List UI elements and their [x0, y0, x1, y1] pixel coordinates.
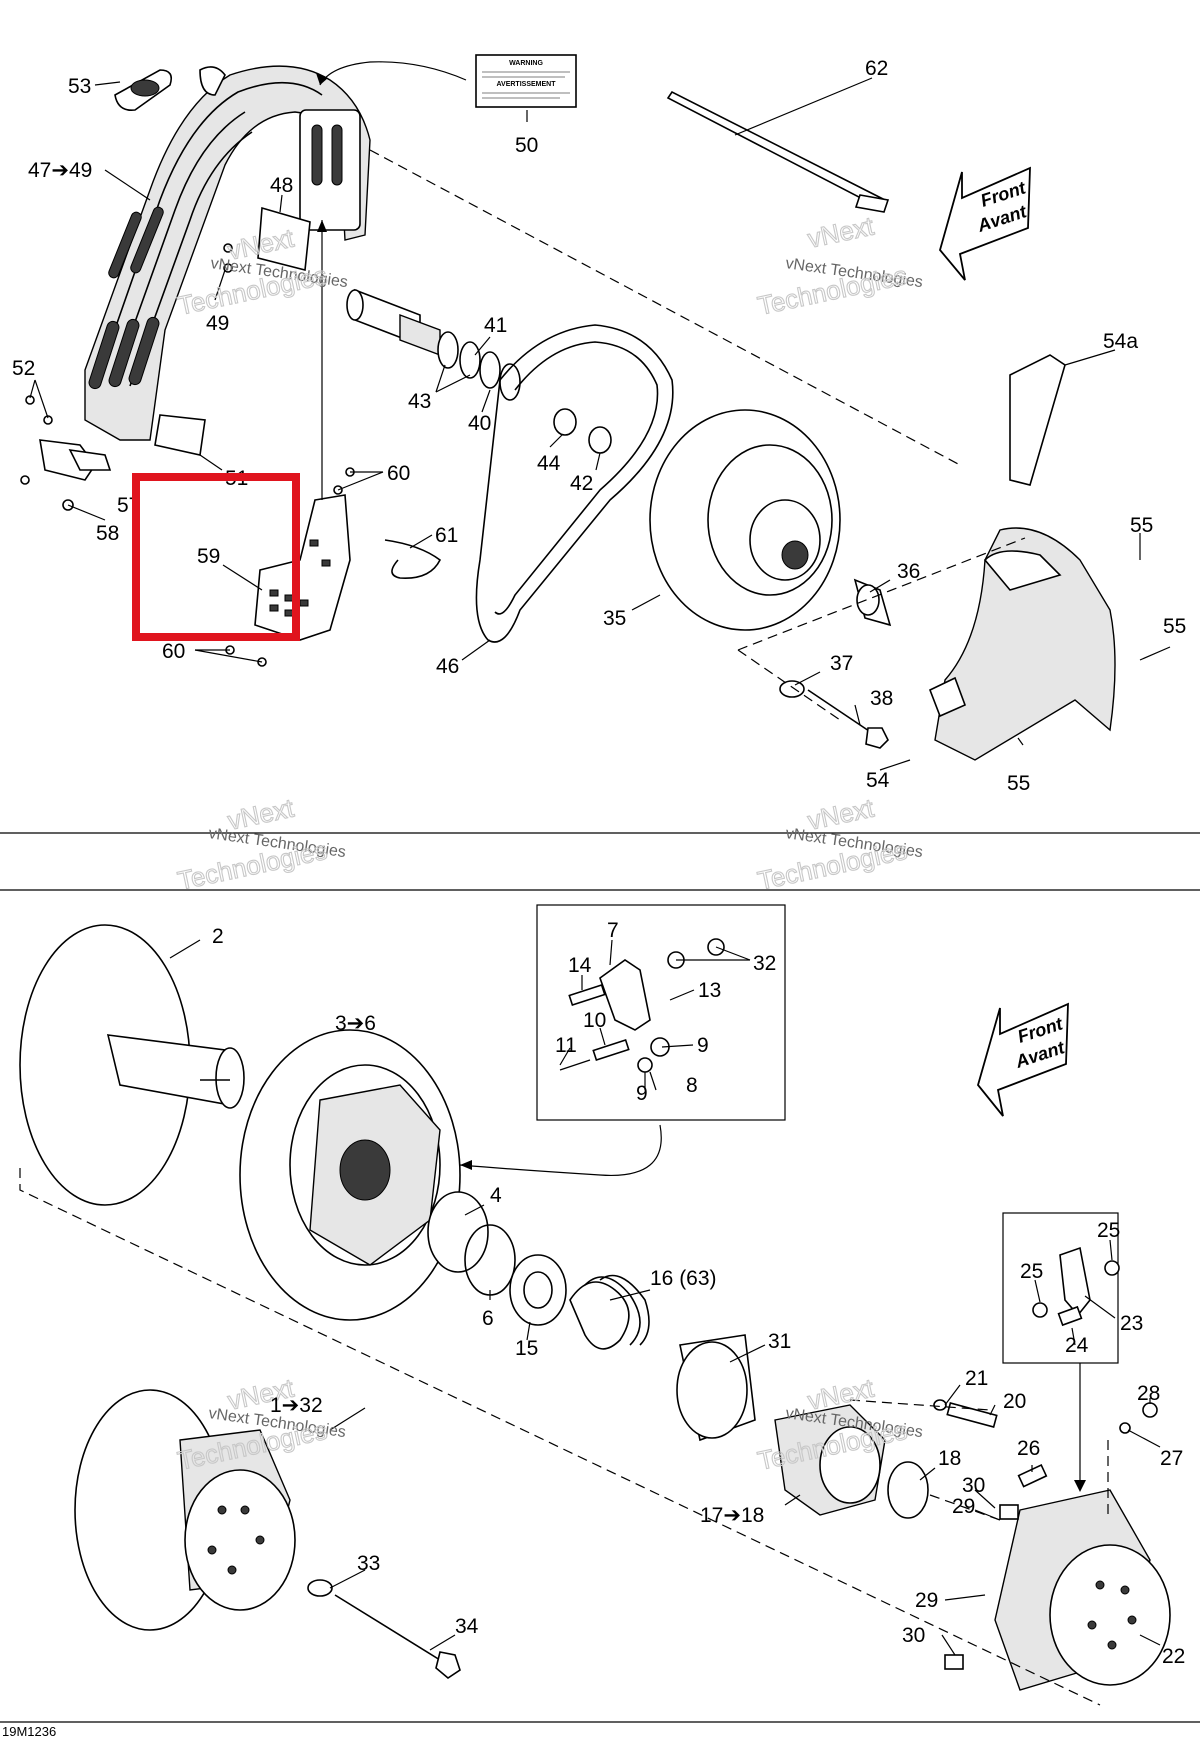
callout-62: 62: [865, 57, 888, 80]
inset-box: [459, 904, 786, 1177]
pulley-part: [649, 409, 892, 631]
callout-15: 15: [515, 1337, 538, 1360]
callout-54: 54: [866, 769, 890, 792]
reference-line: [19, 1168, 1101, 1706]
front-arrow-icon: Front Avant: [939, 166, 1031, 281]
callout-24: 24: [1065, 1334, 1089, 1357]
spring-part: [427, 1191, 756, 1442]
highlight-box: 59: [132, 473, 300, 641]
figure-code: 19M1236: [2, 1724, 56, 1739]
callout-29: 29: [915, 1589, 938, 1612]
callout-59: 59: [197, 545, 220, 568]
bolt-part: [779, 680, 889, 749]
callout-7: 7: [607, 919, 619, 942]
callout-61: 61: [435, 524, 458, 547]
callout-41: 41: [484, 314, 507, 337]
callout-18: 18: [938, 1447, 961, 1470]
svg-text:WARNING: WARNING: [509, 60, 543, 67]
callout-14: 14: [568, 954, 592, 977]
callout-17: 17➔18: [700, 1504, 764, 1527]
drive-belt-part: [475, 324, 674, 643]
assembled-clutch-part: [74, 1389, 461, 1679]
sheave-part: [19, 924, 245, 1206]
callout-8: 8: [686, 1074, 698, 1097]
callout-37: 37: [830, 652, 853, 675]
callout-2: 2: [212, 925, 224, 948]
callout-42: 42: [570, 472, 593, 495]
callout-55: 55: [1163, 615, 1186, 638]
callout-20: 20: [1003, 1390, 1026, 1413]
callout-35: 35: [603, 607, 626, 630]
callout-52: 52: [12, 357, 35, 380]
callout-55: 55: [1130, 514, 1153, 537]
callout-60: 60: [162, 640, 185, 663]
governor-cup-part: [774, 1399, 998, 1519]
callout-36: 36: [897, 560, 920, 583]
callout-13: 13: [698, 979, 721, 1002]
strap-part: [666, 77, 890, 213]
callout-1: 1➔32: [270, 1394, 323, 1417]
callout-16: 16 (63): [650, 1267, 717, 1290]
callout-38: 38: [870, 687, 893, 710]
callout-30: 30: [902, 1624, 925, 1647]
svg-text:AVERTISSEMENT: AVERTISSEMENT: [497, 81, 557, 88]
callout-11: 11: [555, 1034, 577, 1057]
callout-25: 25: [1020, 1260, 1043, 1283]
callout-31: 31: [768, 1330, 791, 1353]
callout-10: 10: [583, 1009, 606, 1032]
callout-43: 43: [408, 390, 431, 413]
callout-60: 60: [387, 462, 410, 485]
drive-pulley-part: [944, 1402, 1171, 1691]
leader-lines: [29, 81, 1171, 1656]
guard-cover-part: [928, 354, 1116, 761]
callout-44: 44: [537, 452, 561, 475]
warning-label-part: WARNING AVERTISSEMENT: [316, 54, 577, 108]
svg-text:vNext: vNext: [805, 211, 877, 254]
shaft-part: [346, 288, 521, 401]
callout-25: 25: [1097, 1219, 1120, 1242]
callout-47: 47➔49: [28, 159, 92, 182]
callout-29: 29: [952, 1495, 975, 1518]
callout-55: 55: [1007, 772, 1030, 795]
callout-58: 58: [96, 522, 119, 545]
callout-6: 6: [482, 1307, 494, 1330]
callout-21: 21: [965, 1367, 988, 1390]
callout-54a: 54a: [1103, 330, 1138, 353]
callout-34: 34: [455, 1615, 479, 1638]
front-arrow-icon: Front Avant: [977, 1002, 1069, 1117]
callout-28: 28: [1137, 1382, 1160, 1405]
callout-40: 40: [468, 412, 491, 435]
inset-box: [1002, 1212, 1120, 1492]
callout-33: 33: [357, 1552, 380, 1575]
callout-49: 49: [206, 312, 229, 335]
callout-23: 23: [1120, 1312, 1143, 1335]
spider-part: [239, 1029, 461, 1321]
callout-53: 53: [68, 75, 91, 98]
callout-22: 22: [1162, 1645, 1185, 1668]
callout-4: 4: [490, 1184, 502, 1207]
callout-9: 9: [697, 1034, 709, 1057]
callout-26: 26: [1017, 1437, 1040, 1460]
callout-46: 46: [436, 655, 459, 678]
bracket-part: [20, 206, 311, 511]
belt-guard-part: [84, 65, 371, 441]
callout-3: 3➔6: [335, 1012, 376, 1035]
callout-48: 48: [270, 174, 293, 197]
callout-27: 27: [1160, 1447, 1183, 1470]
reference-line: [369, 149, 1026, 721]
callout-50: 50: [515, 134, 538, 157]
callout-32: 32: [753, 952, 776, 975]
callout-30: 30: [962, 1474, 985, 1497]
callout-9: 9: [636, 1082, 648, 1105]
callout-labels: 53 47➔49 48 49 50 62 41 43 40 44 42 52 5…: [12, 57, 1186, 1668]
